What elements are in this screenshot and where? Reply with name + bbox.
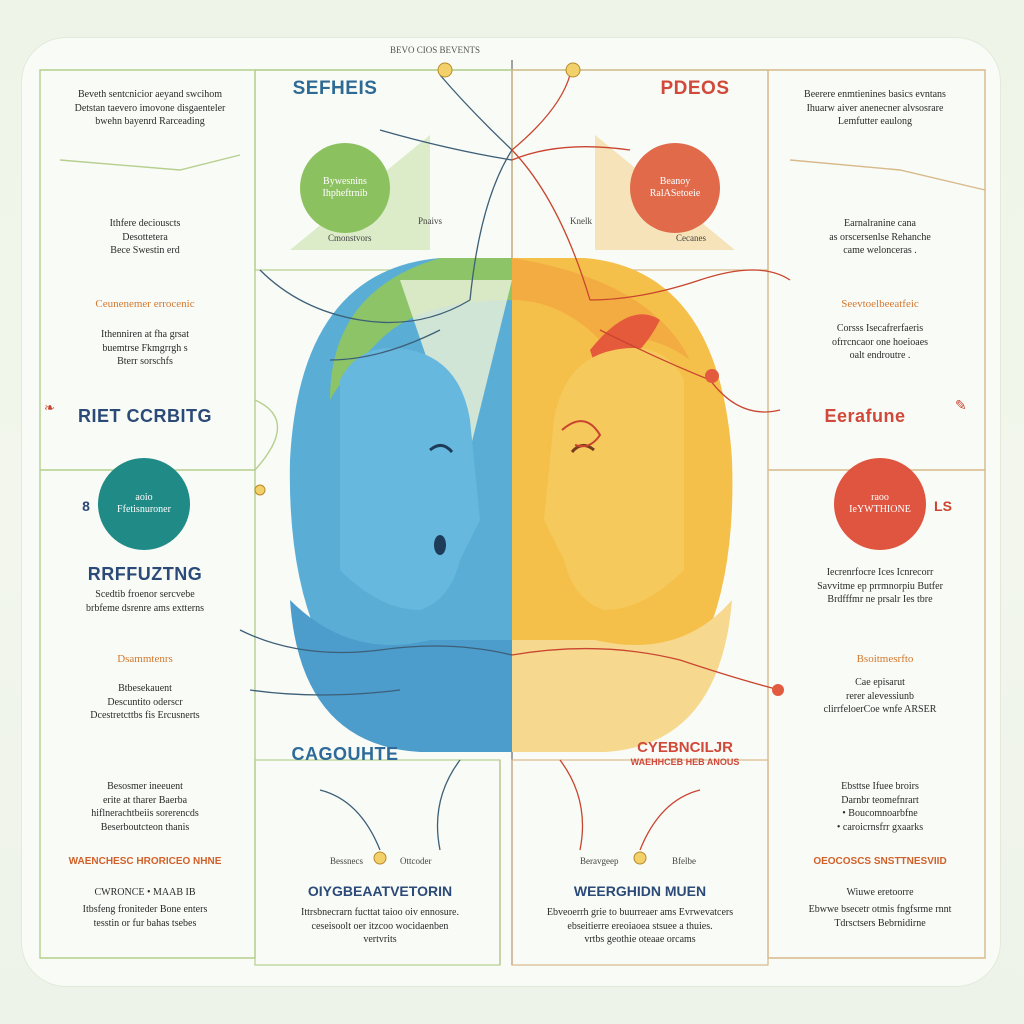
right-orange3: OEOCOSCS SNSTTNESVIID [813,856,947,867]
right-orange-circle: Beanoy RalASetoeie [630,143,720,233]
right-bottom-text: Ebveoerrh grie to buurreaer ams Evrwevat… [546,907,734,945]
left-green-circle: Bywesnins Ihpheftrnib [300,143,390,233]
left-heading2: RIET CCRBITG [78,406,212,426]
blue-eye [429,444,454,454]
right-block3: Iecrenrfocre Ices Icnrecorr Savvitme ep … [817,567,943,605]
node-red-2 [705,369,719,383]
left-marker: ❧ [44,400,55,415]
right-heading3-sub: WAEHHCEB HEB ANOUS [630,757,740,767]
left-orange1: Ceunenemer errocenic [95,298,195,310]
yellow-face [544,348,684,610]
left-bottom-text: Ittrsbnecrarn fucttat taioo oiv ennosure… [301,907,459,945]
wire-nodes [254,62,647,865]
right-title: PDEOS [660,78,730,99]
right-bottom-heading: WEERGHIDN MUEN [573,883,707,899]
left-orange2: Dsammtenrs [117,653,173,665]
left-title: SEFHEIS [292,78,378,99]
right-intro: Beerere enmtienines basics evntans Ihuar… [804,89,946,127]
right-circle-caption: Cecanes [676,233,706,243]
left-block5: Besosmer ineeuent erite at tharer Baerba… [91,781,199,833]
right-red-circle: raoo IeYWTHIONE [834,458,926,550]
right-bottom-caption1: Beravgeep [580,856,619,866]
left-teal-circle-small: aoio [135,491,153,503]
left-circle2-num: 8 [82,498,90,514]
right-circle2-num: LS [934,498,952,514]
yellow-lower-panel [512,600,732,752]
left-intro: Beveth sentcnicior aeyand swcihom Detsta… [74,89,226,127]
left-block1: Ithfere deciouscts Desottetera Bece Swes… [109,218,181,256]
wires-right [511,74,791,851]
center-heading: CAGOUHTE [291,744,399,764]
right-heading3: CYEBNCILJR [637,739,733,756]
right-heading2: Eerafune [824,406,906,426]
right-marker: ✎ [955,399,967,414]
right-orange1: Seevtoelbeeatfeic [841,298,919,310]
wires-left [239,74,513,851]
right-orange2: Bsoitmesrfto [856,653,914,665]
left-teal-circle-text: Ffetisnuroner [117,504,171,515]
right-block2: Corsss Isecafrerfaeris ofrrcncaor one ho… [831,323,929,361]
left-orange3: WAENCHESC HRORICEO NHNE [68,856,222,867]
right-block4: Cae episarut rerer alevessiunb clirrfelo… [823,677,937,715]
left-bottom-caption2: Ottcoder [400,856,432,866]
right-top-box [511,69,769,271]
left-block6-title: CWRONCE • MAAB IB [94,887,196,898]
right-block5: Ebsttse Ifuee broirs Darnbr teomefnrart … [836,781,924,833]
left-block2: Ithenniren at fha grsat buemtrse Fkmgrrg… [100,329,190,367]
left-heading3: RRFFUZTNG [87,564,203,584]
right-bottom-box [511,759,769,966]
left-teal-circle: aoio Ffetisnuroner [98,458,190,550]
left-block3: Scedtib froenor sercvebe brbfeme dsrenre… [85,589,204,614]
left-bottom-caption1: Bessnecs [330,856,363,866]
blue-lower-panel [290,600,512,752]
right-red-circle-small: raoo [871,491,889,503]
center-wedge [400,280,512,470]
right-block6: Ebwwe bsecetr otmis fngfsrme rnnt Tdrsct… [808,904,952,929]
left-side-label: Pnaivs [418,216,443,226]
yellow-ear [561,420,602,448]
right-orange-circle-text: Beanoy RalASetoeie [649,175,701,200]
top-caption: BEVO CIOS BEVENTS [389,45,480,55]
right-block6-title: Wiuwe eretoorre [846,887,914,898]
left-bottom-heading: OIYGBEAATVETORIN [307,883,453,899]
node-red [772,684,784,696]
right-side-label: Knelk [570,216,592,226]
right-bottom-caption2: Bfelbe [672,856,696,866]
left-block6: Itbsfeng froniteder Bone enters tesstin … [82,904,208,929]
right-red-circle-text: IeYWTHIONE [849,504,911,515]
right-block1: Earnalranine cana as orscersenlse Rehanc… [829,218,931,256]
left-green-circle-text: Bywesnins Ihpheftrnib [322,175,368,200]
left-bottom-box [254,759,501,966]
blue-mouth [434,535,446,555]
left-block4: Btbesekauent Descuntito oderscr Dcestret… [90,683,200,721]
left-circle-caption: Cmonstvors [328,233,372,243]
